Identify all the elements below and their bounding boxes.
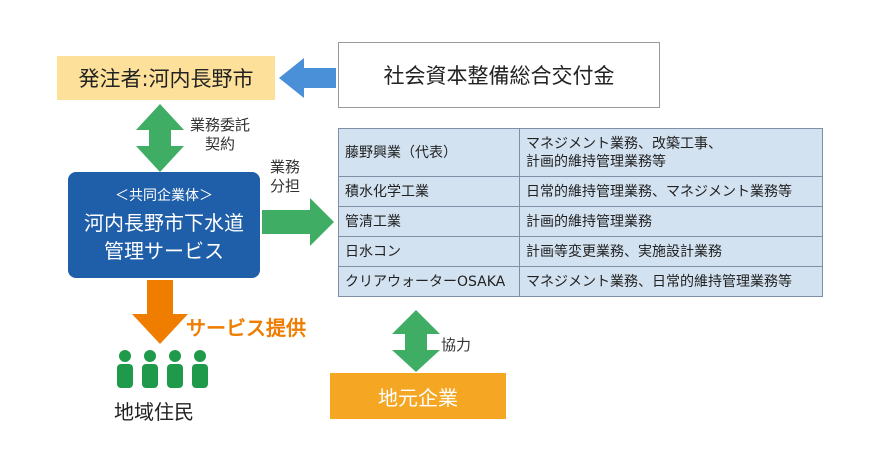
role-cell: マネジメント業務、日常的維持管理業務等 bbox=[519, 266, 823, 297]
local-companies-label: 地元企業 bbox=[378, 385, 458, 410]
client-box: 発注者:河内長野市 bbox=[57, 56, 275, 100]
local-companies-box: 地元企業 bbox=[330, 373, 506, 419]
jv-sub-label: ＜共同企業体＞ bbox=[115, 188, 213, 204]
member-table: 藤野興業（代表） マネジメント業務、改築工事、 計画的維持管理業務等 積水化学工… bbox=[338, 128, 823, 297]
division-label: 業務 分担 bbox=[270, 158, 301, 195]
person-icon bbox=[117, 350, 133, 388]
company-cell: 日水コン bbox=[338, 236, 520, 267]
role-cell: 計画的維持管理業務 bbox=[519, 206, 823, 237]
service-label: サービス提供 bbox=[186, 316, 306, 340]
role-cell: マネジメント業務、改築工事、 計画的維持管理業務等 bbox=[519, 128, 823, 177]
table-row: 管清工業 計画的維持管理業務 bbox=[338, 206, 823, 237]
cooperation-double-arrow-icon bbox=[392, 310, 440, 372]
company-cell: 積水化学工業 bbox=[338, 176, 520, 207]
company-cell: クリアウォーターOSAKA bbox=[338, 266, 520, 297]
grant-label: 社会資本整備総合交付金 bbox=[383, 64, 615, 88]
residents-label: 地域住民 bbox=[114, 400, 194, 424]
person-icon bbox=[167, 350, 183, 388]
company-cell: 藤野興業（代表） bbox=[338, 128, 520, 177]
table-row: 日水コン 計画等変更業務、実施設計業務 bbox=[338, 236, 823, 267]
contract-label: 業務委託 契約 bbox=[190, 116, 251, 153]
cooperation-label: 協力 bbox=[441, 336, 472, 354]
jv-name-line1: 河内長野市下水道 bbox=[84, 211, 244, 235]
role-cell: 計画等変更業務、実施設計業務 bbox=[519, 236, 823, 267]
role-cell: 日常的維持管理業務、マネジメント業務等 bbox=[519, 176, 823, 207]
contract-double-arrow-icon bbox=[136, 104, 184, 172]
jv-name-line2: 管理サービス bbox=[104, 239, 224, 263]
person-icon bbox=[142, 350, 158, 388]
grant-to-client-arrow-icon bbox=[279, 58, 336, 98]
grant-box: 社会資本整備総合交付金 bbox=[338, 42, 660, 108]
company-cell: 管清工業 bbox=[338, 206, 520, 237]
residents-people-icon bbox=[117, 350, 208, 388]
table-row: 藤野興業（代表） マネジメント業務、改築工事、 計画的維持管理業務等 bbox=[338, 128, 823, 177]
client-label: 発注者:河内長野市 bbox=[78, 67, 254, 91]
division-right-arrow-icon bbox=[262, 198, 334, 246]
person-icon bbox=[192, 350, 208, 388]
jv-box: ＜共同企業体＞ 河内長野市下水道 管理サービス bbox=[68, 172, 260, 278]
service-down-arrow-icon bbox=[132, 280, 188, 344]
table-row: 積水化学工業 日常的維持管理業務、マネジメント業務等 bbox=[338, 176, 823, 207]
table-row: クリアウォーターOSAKA マネジメント業務、日常的維持管理業務等 bbox=[338, 266, 823, 297]
